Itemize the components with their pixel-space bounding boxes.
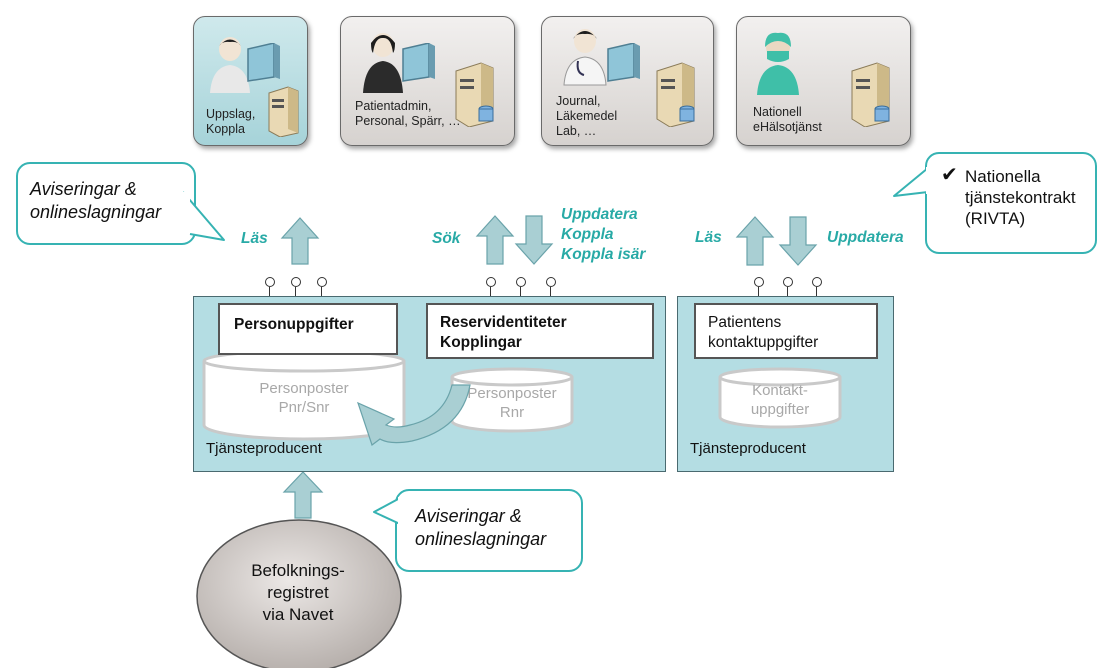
data-box-reservidentiteter: Reservidentiteter Kopplingar <box>426 303 654 359</box>
op-label-las: Läs <box>241 230 268 247</box>
consumer-label: Nationell eHälsotjänst <box>753 105 822 134</box>
data-box-kontaktuppgifter: Patientens kontaktuppgifter <box>694 303 878 359</box>
data-box-label: Patientens kontaktuppgifter <box>708 314 819 351</box>
op-label-las: Läs <box>695 229 722 246</box>
data-box-personuppgifter: Personuppgifter <box>218 303 398 355</box>
callout-aviseringar-top: Aviseringar & onlineslagningar <box>16 162 196 245</box>
database-cylinder <box>718 367 842 429</box>
op-label-uppdatera-koppla: Uppdatera Koppla Koppla isär <box>561 206 646 263</box>
op-label-sok: Sök <box>432 230 461 247</box>
server-icon <box>656 62 695 127</box>
producer-panel-left: Personposter Pnr/Snr Personuppgifter Per… <box>193 296 666 472</box>
cylinder-label: Personposter Rnr <box>467 385 557 421</box>
callout-text: Aviseringar & onlineslagningar <box>415 506 547 549</box>
check-icon: ✔ <box>941 164 958 186</box>
consumer-box-nationell: Nationell eHälsotjänst <box>736 16 911 146</box>
arrow-down-uppdatera-right <box>778 216 818 266</box>
source-label: Befolknings- registret via Navet <box>251 561 345 624</box>
consumer-box-journal: Journal, Läkemedel Lab, … <box>541 16 714 146</box>
person-icon <box>363 33 403 93</box>
cylinder-label: Kontakt- uppgifter <box>750 382 810 418</box>
monitor-icon <box>247 43 280 82</box>
consumer-label: Patientadmin, Personal, Spärr, … <box>355 99 461 128</box>
callout-tail <box>373 497 404 525</box>
callout-tail <box>893 167 932 197</box>
server-icon <box>268 86 299 137</box>
server-icon <box>455 62 494 127</box>
monitor-icon <box>402 43 435 82</box>
consumer-box-patientadmin: Patientadmin, Personal, Spärr, … <box>340 16 515 146</box>
consumer-label: Uppslag, Koppla <box>206 107 256 136</box>
callout-text: Nationella tjänstekontrakt (RIVTA) <box>965 167 1076 228</box>
monitor-icon <box>607 43 640 82</box>
callout-rivta: ✔ Nationella tjänstekontrakt (RIVTA) <box>925 152 1097 254</box>
arrow-up-las-left <box>280 217 320 265</box>
arrow-up-sok <box>475 215 515 265</box>
data-box-label: Personuppgifter <box>234 316 354 333</box>
consumer-label: Journal, Läkemedel Lab, … <box>556 94 618 138</box>
producer-panel-right: Kontakt- uppgifter Patientens kontaktupp… <box>677 296 894 472</box>
consumer-box-uppslag: Uppslag, Koppla <box>193 16 308 146</box>
producer-label: Tjänsteproducent <box>206 440 322 457</box>
arrow-down-uppdatera <box>514 215 554 265</box>
surgeon-icon <box>757 32 799 95</box>
producer-label: Tjänsteproducent <box>690 440 806 457</box>
op-label-uppdatera: Uppdatera <box>827 229 904 246</box>
database-cylinder <box>450 367 574 433</box>
server-icon <box>851 62 890 127</box>
arrow-up-las-right <box>735 216 775 266</box>
callout-aviseringar-bottom: Aviseringar & onlineslagningar <box>395 489 583 572</box>
callout-tail <box>180 191 225 241</box>
cylinder-label: Personposter Pnr/Snr <box>259 380 349 416</box>
database-cylinder <box>202 349 406 441</box>
data-box-label: Reservidentiteter Kopplingar <box>440 314 567 351</box>
arrow-up-source <box>282 471 324 519</box>
source-ellipse <box>196 519 402 668</box>
callout-text: Aviseringar & onlineslagningar <box>30 179 162 222</box>
doctor-icon <box>563 29 607 86</box>
person-icon <box>210 37 250 93</box>
link-curved-arrow <box>357 384 471 446</box>
